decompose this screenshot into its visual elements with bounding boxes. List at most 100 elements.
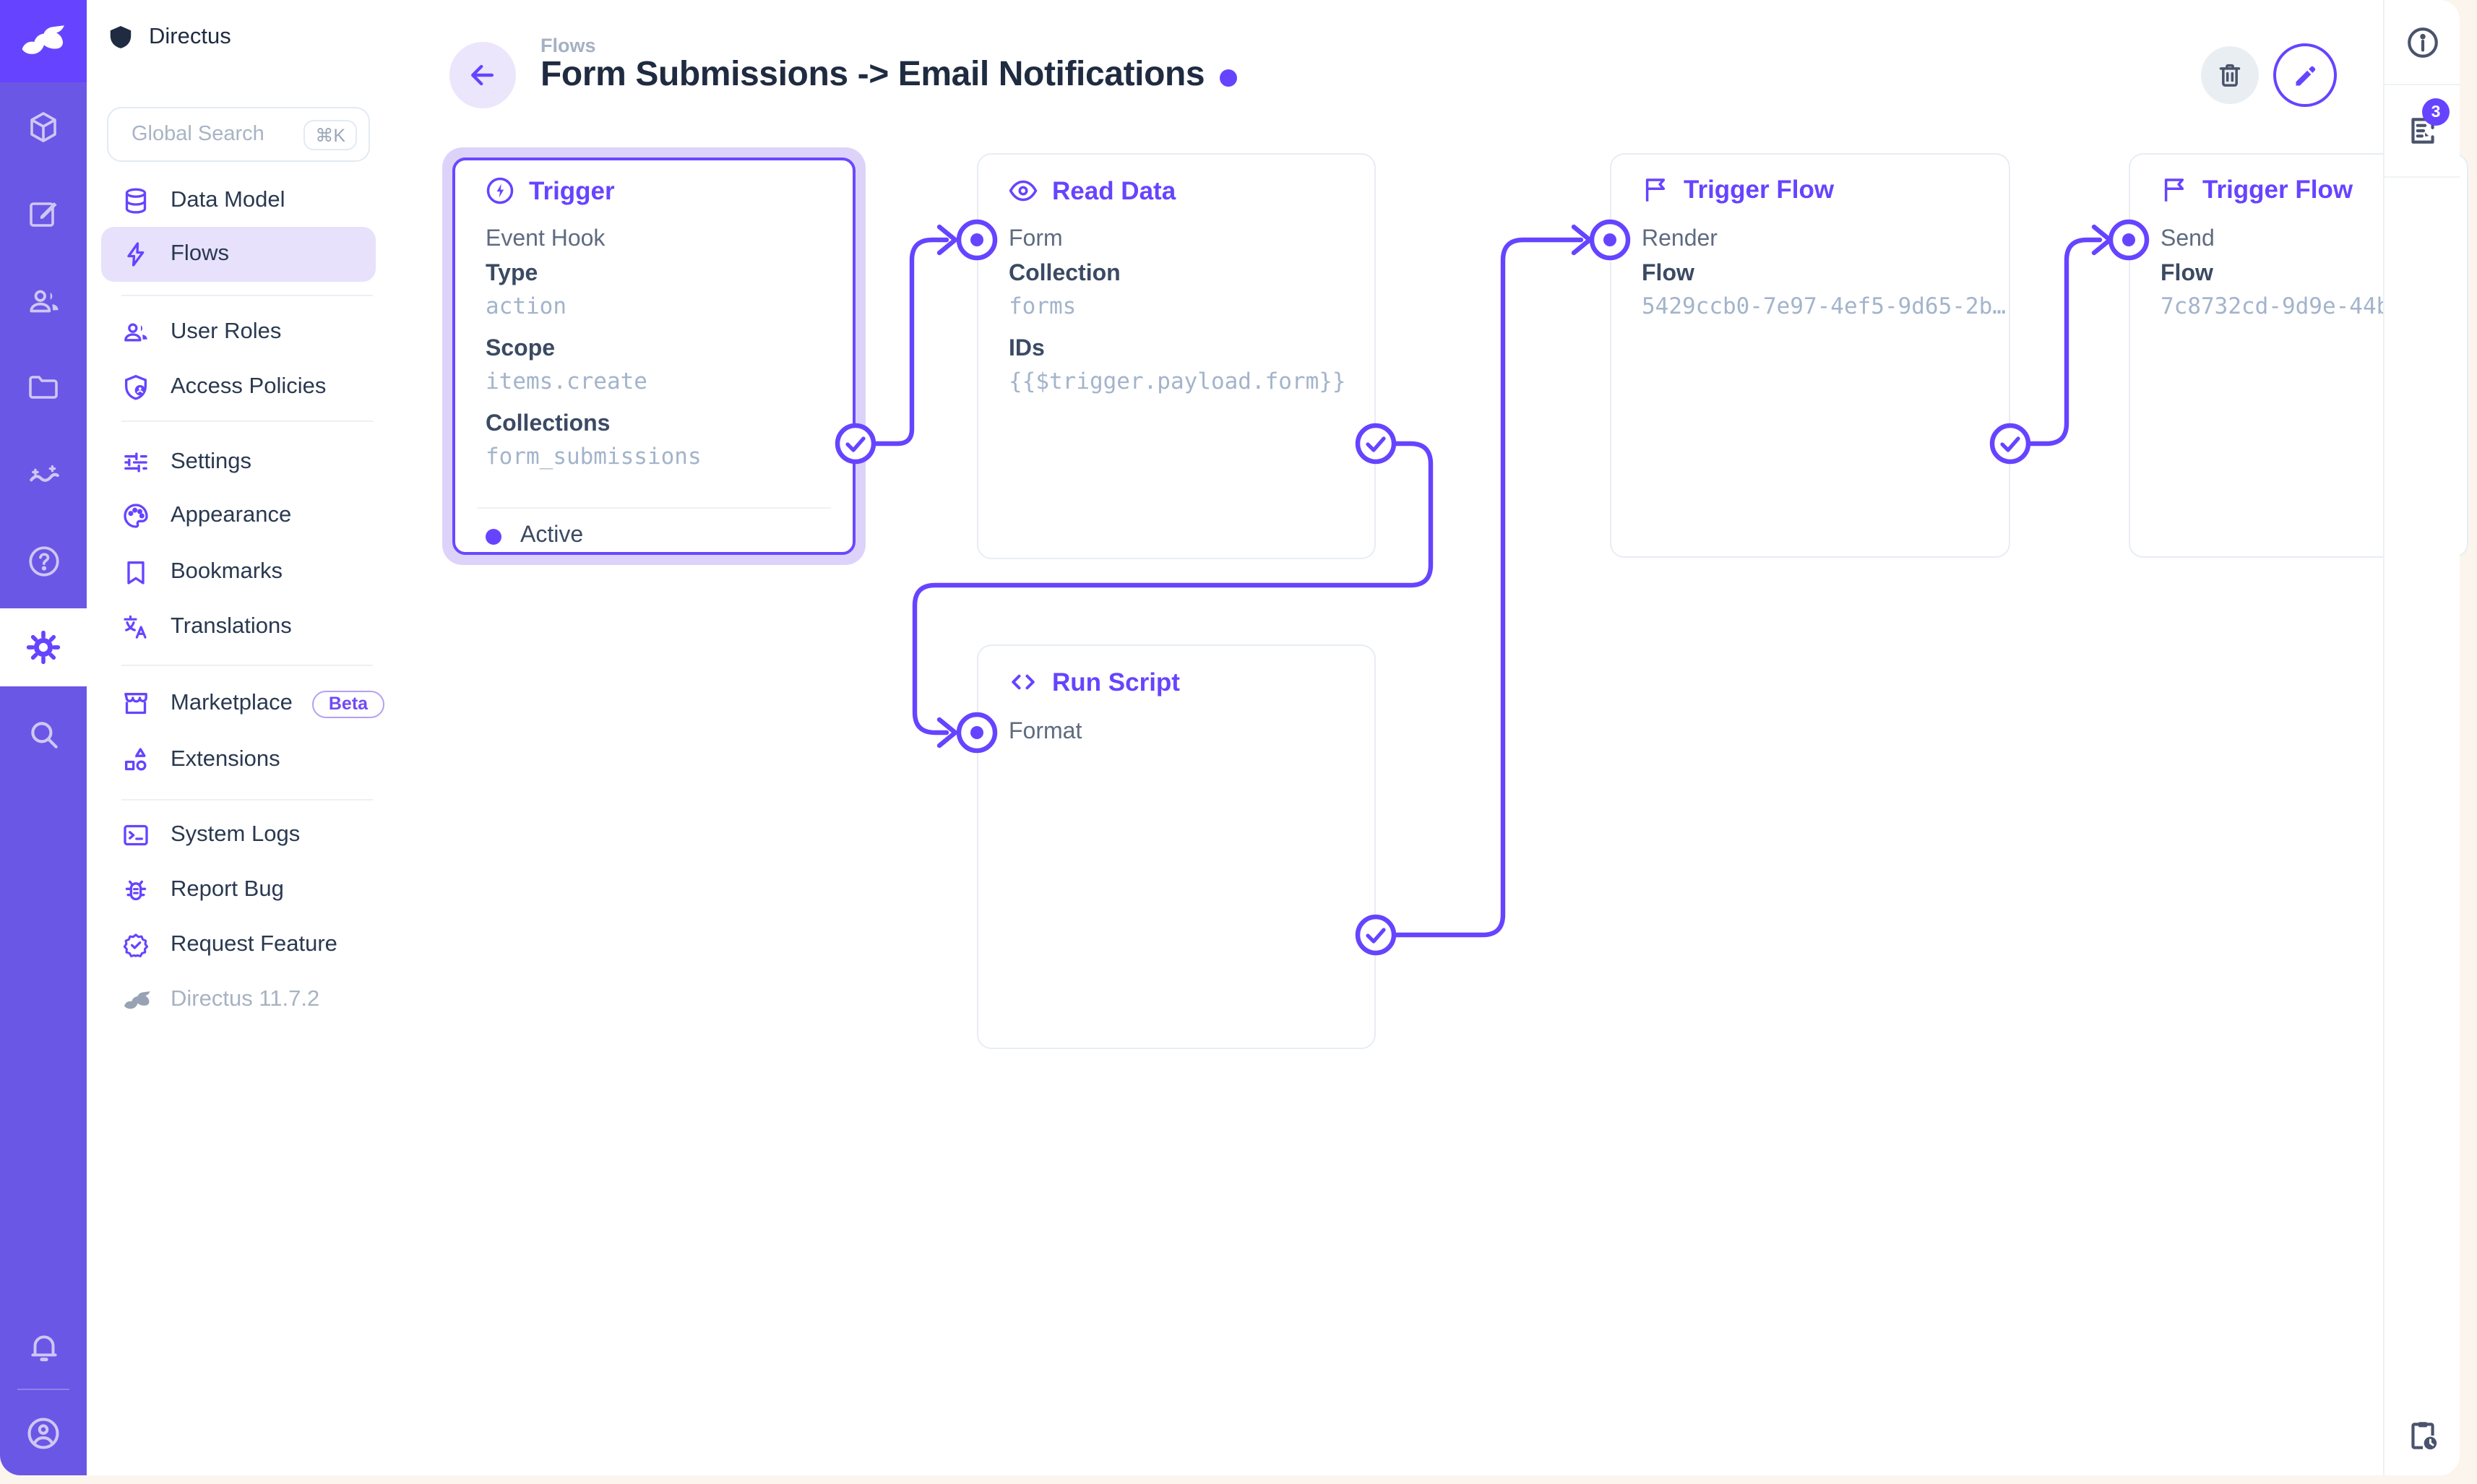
tune-icon — [121, 448, 150, 477]
panel-type-label: Run Script — [1052, 667, 1180, 696]
read-data-panel[interactable]: Read Data Form Collection forms IDs {{$t… — [977, 153, 1376, 559]
folder-icon — [26, 370, 61, 405]
title-row: Form Submissions -> Email Notifications — [540, 55, 1237, 95]
panel-type-label: Trigger — [529, 176, 615, 204]
edit-flow-button[interactable] — [2273, 43, 2337, 107]
trigger-flow-render-panel[interactable]: Trigger Flow Render Flow 5429ccb0-7e97-4… — [1610, 153, 2010, 558]
sidebar-item-label: Marketplace — [171, 691, 293, 715]
field-label: Collections — [486, 412, 611, 436]
sidebar-item-user-roles[interactable]: User Roles — [101, 305, 376, 360]
sidebar-item-translations[interactable]: Translations — [101, 600, 376, 655]
bookmark-icon — [121, 558, 150, 587]
notifications-button[interactable] — [0, 1312, 87, 1381]
run-script-panel-header: Run Script — [1007, 666, 1180, 698]
sidebar-item-flows[interactable]: Flows — [101, 227, 376, 282]
flow-info-button[interactable] — [2385, 0, 2460, 84]
eye-icon — [1007, 175, 1039, 207]
user-menu-button[interactable] — [0, 1399, 87, 1468]
logs-button[interactable] — [2385, 85, 2460, 176]
sidebar-item-system-logs[interactable]: System Logs — [101, 808, 376, 863]
module-help[interactable] — [0, 526, 87, 595]
trigger-flow-panel-header: Trigger Flow — [2159, 175, 2353, 205]
user-roles-icon — [121, 318, 150, 347]
module-insights[interactable] — [0, 439, 87, 509]
pending-revisions-button[interactable] — [2385, 1396, 2460, 1475]
project-header[interactable]: Directus — [107, 23, 231, 51]
sidebar-item-label: Extensions — [171, 747, 280, 772]
sidebar-divider — [121, 295, 373, 296]
directus-logo[interactable] — [0, 0, 87, 82]
sidebar-item-request-feature[interactable]: Request Feature — [101, 918, 376, 972]
search-icon — [25, 716, 61, 752]
field-value: {{$trigger.payload.form}} — [1009, 368, 1346, 394]
bell-icon — [25, 1329, 61, 1365]
sidebar-item-marketplace[interactable]: Marketplace Beta — [101, 676, 384, 731]
field-value: 7c8732cd-9d9e-44be — [2161, 293, 2403, 319]
user-avatar-icon — [25, 1415, 62, 1452]
sidebar-item-data-model[interactable]: Data Model — [101, 173, 376, 228]
search-input[interactable] — [129, 121, 304, 147]
right-sidebar: 3 — [2383, 0, 2460, 1475]
breadcrumb[interactable]: Flows — [540, 35, 596, 56]
sidebar-item-appearance[interactable]: Appearance — [101, 488, 376, 543]
storefront-icon — [121, 689, 150, 718]
run-script-panel[interactable]: Run Script Format — [977, 644, 1376, 1049]
module-bar-divider — [17, 1389, 69, 1390]
operation-name: Render — [1642, 227, 1718, 251]
module-bar — [0, 0, 87, 1475]
delete-flow-button[interactable] — [2201, 46, 2259, 104]
sidebar-item-label: Settings — [171, 449, 252, 474]
rabbit-logo-icon — [17, 15, 69, 67]
sidebar-divider — [121, 799, 373, 801]
field-value: 5429ccb0-7e97-4ef5-9d65-2b… — [1642, 293, 2006, 319]
unsaved-indicator-dot — [1219, 69, 1237, 86]
module-search[interactable] — [0, 699, 87, 769]
sidebar-item-label: Flows — [171, 241, 229, 266]
verified-icon — [121, 931, 150, 959]
panel-type-label: Read Data — [1052, 176, 1176, 204]
bolt-circle-icon — [484, 175, 516, 207]
back-button[interactable] — [449, 42, 516, 108]
active-status-dot — [486, 528, 501, 544]
trigger-panel[interactable]: Trigger Event Hook Type action Scope ite… — [452, 158, 856, 555]
operation-name: Form — [1009, 227, 1063, 251]
sidebar-item-access-policies[interactable]: Access Policies — [101, 360, 376, 415]
read-data-panel-header: Read Data — [1007, 175, 1176, 207]
sidebar-divider — [121, 665, 373, 666]
field-label: Collection — [1009, 262, 1121, 286]
info-icon — [2404, 24, 2440, 60]
module-content[interactable] — [0, 92, 87, 162]
sidebar-item-label: User Roles — [171, 319, 282, 344]
sidebar-item-report-bug[interactable]: Report Bug — [101, 863, 376, 918]
users-icon — [25, 282, 61, 319]
trigger-panel-selection-halo: Trigger Event Hook Type action Scope ite… — [442, 147, 866, 565]
extensions-icon — [121, 746, 150, 775]
translate-icon — [121, 613, 150, 642]
global-search[interactable]: ⌘K — [107, 107, 370, 162]
module-editor[interactable] — [0, 179, 87, 249]
module-users[interactable] — [0, 266, 87, 335]
shield-user-icon — [121, 373, 150, 402]
sidebar-item-label: Access Policies — [171, 374, 327, 399]
rabbit-version-icon — [121, 985, 150, 1014]
sidebar-item-extensions[interactable]: Extensions — [101, 733, 376, 788]
bug-icon — [121, 876, 150, 905]
sidebar-item-settings[interactable]: Settings — [101, 435, 376, 490]
sidebar-item-bookmarks[interactable]: Bookmarks — [101, 545, 376, 600]
page-title: Form Submissions -> Email Notifications — [540, 55, 1205, 94]
module-settings[interactable] — [0, 608, 87, 686]
field-label: IDs — [1009, 337, 1045, 361]
status-label: Active — [520, 523, 584, 548]
trigger-flow-panel-header: Trigger Flow — [1640, 175, 1834, 205]
code-icon — [1007, 666, 1039, 698]
project-name: Directus — [149, 24, 231, 48]
module-files[interactable] — [0, 353, 87, 422]
sidebar-item-label: Appearance — [171, 503, 292, 527]
field-value: items.create — [486, 368, 647, 394]
insights-icon — [25, 456, 61, 492]
clipboard-clock-icon — [2404, 1418, 2440, 1454]
trigger-panel-header: Trigger — [484, 175, 615, 207]
bolt-icon — [121, 240, 150, 269]
box-icon — [26, 110, 61, 144]
sidebar-item-label: Translations — [171, 614, 292, 639]
